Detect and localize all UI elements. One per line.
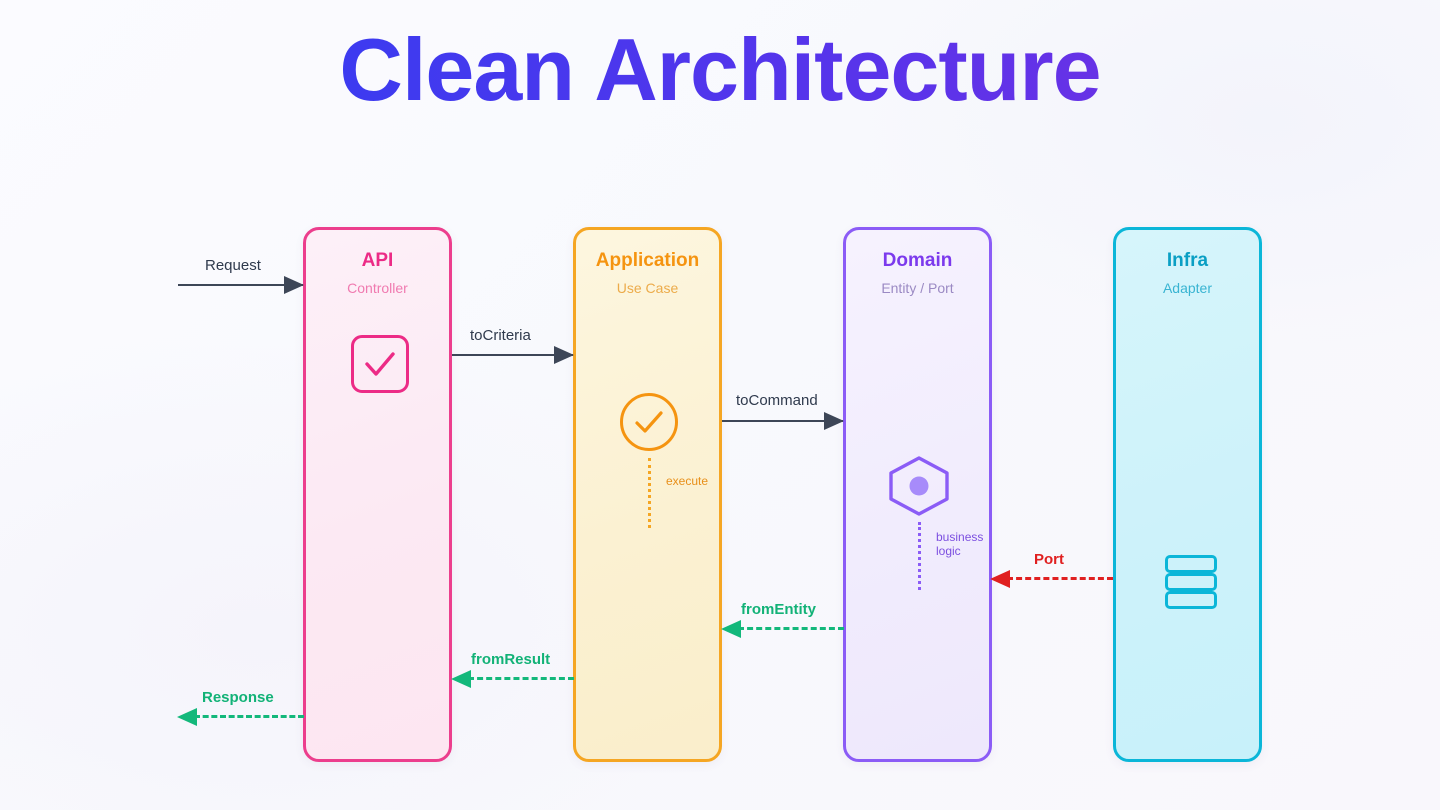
connector-label-tocriteria: toCriteria — [470, 327, 531, 344]
business-logic-label: business logic — [936, 530, 984, 558]
layer-title-infra: Infra — [1166, 250, 1209, 271]
execute-label: execute — [666, 474, 709, 488]
layer-column-application[interactable]: Application Use Case execute — [573, 227, 722, 762]
connector-label-fromresult: fromResult — [471, 651, 551, 668]
check-circle-icon — [620, 393, 678, 451]
connector-label-port: Port — [1034, 551, 1064, 568]
connector-port — [990, 570, 1113, 588]
layer-column-domain[interactable]: Domain Entity / Port business logic — [843, 227, 992, 762]
arrow-head-left-icon — [177, 708, 197, 726]
page-title: Clean Architecture — [0, 23, 1440, 116]
layer-subtitle-api: Controller — [347, 280, 408, 296]
connector-fromentity — [721, 620, 844, 638]
connector-label-tocommand: toCommand — [736, 392, 818, 409]
arrow-head-right-icon — [824, 412, 844, 430]
arrow-head-right-icon — [284, 276, 304, 294]
arrow-head-left-icon — [721, 620, 741, 638]
connector-port-line — [1007, 577, 1113, 580]
connector-response — [177, 708, 304, 726]
connector-fromentity-line — [738, 627, 844, 630]
arrow-head-left-icon — [451, 670, 471, 688]
connector-fromresult-line — [468, 677, 574, 680]
connector-label-fromentity: fromEntity — [741, 601, 816, 618]
layer-subtitle-domain: Entity / Port — [881, 280, 954, 296]
connector-tocriteria — [452, 346, 574, 364]
layer-column-infra[interactable]: Infra Adapter — [1113, 227, 1262, 762]
arrow-head-right-icon — [554, 346, 574, 364]
connector-response-line — [194, 715, 304, 718]
execute-flow-line — [648, 458, 651, 528]
database-icon — [1164, 554, 1218, 610]
connector-label-response: Response — [202, 689, 274, 706]
connector-request — [178, 276, 304, 294]
layer-subtitle-infra: Adapter — [1162, 280, 1213, 296]
check-square-icon — [351, 335, 409, 393]
layer-column-api[interactable]: API Controller — [303, 227, 452, 762]
layer-title-domain: Domain — [882, 250, 953, 271]
layer-title-api: API — [361, 250, 394, 271]
hexagon-icon — [886, 455, 952, 517]
layer-subtitle-application: Use Case — [616, 280, 679, 296]
business-logic-flow-line — [918, 522, 921, 590]
connector-fromresult — [451, 670, 574, 688]
connector-label-request: Request — [205, 257, 261, 274]
layer-title-application: Application — [595, 250, 700, 271]
arrow-head-left-icon — [990, 570, 1010, 588]
connector-tocommand — [722, 412, 844, 430]
